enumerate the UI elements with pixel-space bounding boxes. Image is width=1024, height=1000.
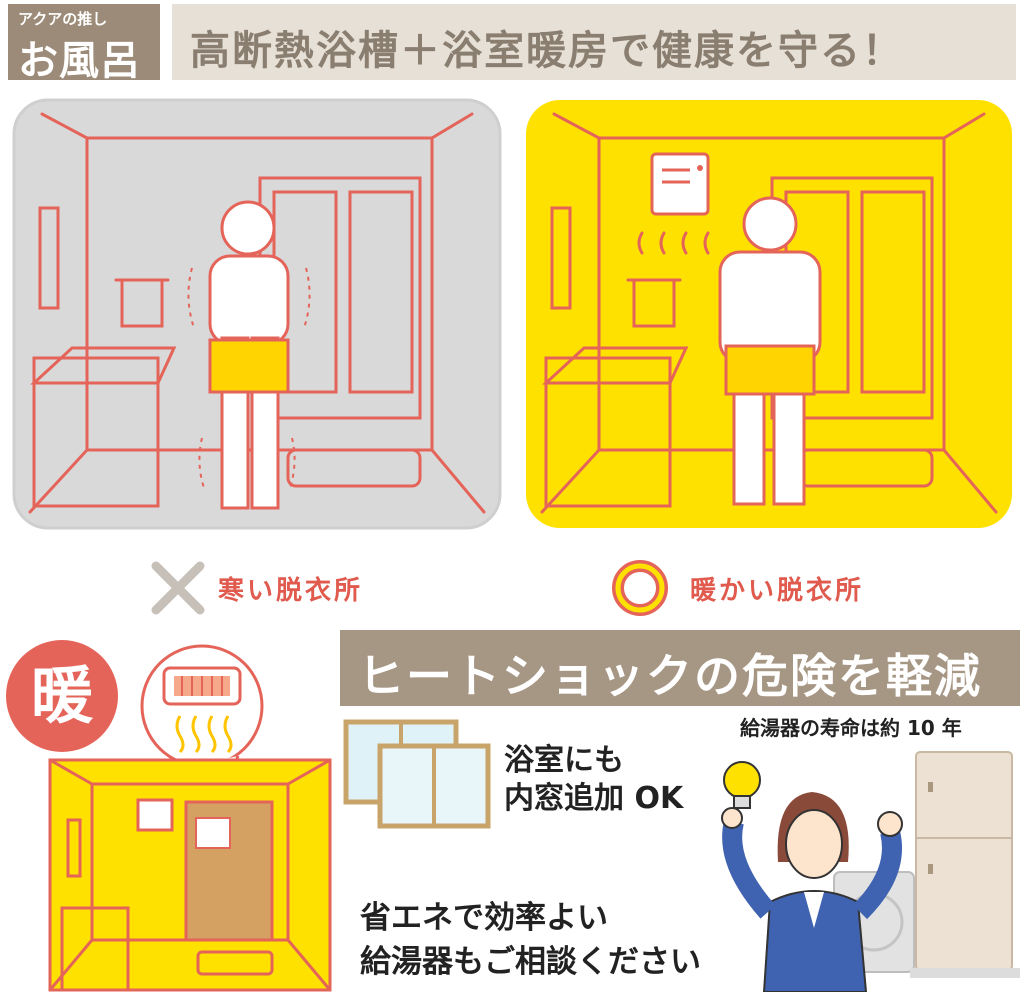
window-note-line2: 内窓追加 OK [504,781,684,816]
banner-text: ヒートショックの危険を軽減 [358,649,982,703]
advisor-illustration [721,761,903,992]
circle-icon [612,560,668,616]
consult-line2: 給湯器もご相談ください [360,944,701,980]
window-note: 浴室にも 内窓追加 OK [504,742,683,818]
heater-icon [162,666,242,706]
warm-bathroom-illustration [526,100,1012,528]
warm-room-label: 暖かい脱衣所 [690,576,865,606]
consult-message: 省エネで効率よい 給湯器もご相談ください [360,896,701,984]
heated-bathroom-illustration [48,758,332,992]
window-note-line1: 浴室にも [504,743,624,778]
header-tag-big: お風呂 [18,38,141,84]
wall-heater-icon [650,152,710,216]
header-bar: 高断熱浴槽＋浴室暖房で健康を守る！ [172,4,1016,80]
header-tag-small: アクアの推し [18,10,108,28]
cold-room-label: 寒い脱衣所 [218,576,364,606]
consult-line1: 省エネで効率よい [360,900,608,936]
cold-bathroom-illustration [12,98,502,530]
page-title: 高断熱浴槽＋浴室暖房で健康を守る！ [190,28,904,74]
lightbulb-icon [723,761,761,809]
header-tag: アクアの推し お風呂 [8,4,160,84]
inner-window-illustration [343,719,491,829]
water-heater-life: 給湯器の寿命は約 10 年 [740,716,962,740]
heat-badge: 暖 [6,640,118,752]
heater-bubble [140,644,264,780]
cross-icon [151,561,205,615]
heat-shock-banner: ヒートショックの危険を軽減 [340,630,1020,706]
